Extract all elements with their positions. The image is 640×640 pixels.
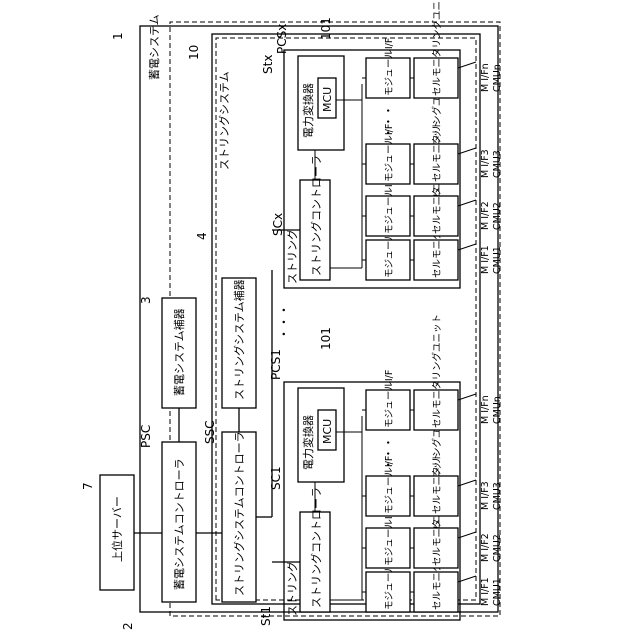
cmu-ref: CMU2 xyxy=(492,534,503,562)
string-blocks: ストリングストリングコントローラ電力変換器MCUモジュールI/Fセルモニタリング… xyxy=(272,0,503,620)
units-ellipsis: ・・・ xyxy=(382,105,395,138)
string-controller-label: ストリングコントローラ xyxy=(309,155,323,276)
power-converter-label: 電力変換器 xyxy=(301,83,315,138)
unit-leader xyxy=(458,480,476,486)
power-converter-label: 電力変換器 xyxy=(301,415,315,470)
ref-ssc: SSC xyxy=(203,420,217,444)
ref-psc: PSC xyxy=(139,425,153,448)
mif-ref: M I/F2 xyxy=(480,533,491,562)
ref-3: 3 xyxy=(139,296,153,304)
ref-pcs1: PCS1 xyxy=(269,349,283,380)
string-system-controller-label: ストリングシステムコントローラ xyxy=(232,431,246,596)
ref-101a: 101 xyxy=(319,327,333,350)
string-block-x: ストリングストリングコントローラ 電力変換器 MCU モジュールI/F セルモニタリング… xyxy=(272,0,503,288)
mif-ref: M I/F3 xyxy=(480,481,491,510)
cell-monitor-label: セルモニタリングユニット xyxy=(431,0,443,96)
upper-server-label: 上位サーバー xyxy=(110,496,124,562)
string-block-1: ストリングストリングコントローラ 電力変換器 MCU モジュールI/F セルモニタリング… xyxy=(272,314,503,620)
mif-ref: M I/F3 xyxy=(480,149,491,178)
ref-1: 1 xyxy=(111,32,125,40)
storage-aux-label: 蓄電システム補器 xyxy=(173,308,186,396)
ref-7: 7 xyxy=(81,482,95,490)
ref-scx: SCx xyxy=(271,213,285,236)
string-system-label: ストリングシステム xyxy=(217,71,231,170)
ref-101b: 101 xyxy=(319,17,333,40)
mcu-label: MCU xyxy=(321,419,334,444)
units-ellipsis: ・・・ xyxy=(382,437,395,470)
unit-leader xyxy=(458,244,476,250)
storage-controller-label: 蓄電システムコントローラ xyxy=(173,458,186,590)
cmu-ref: CMU3 xyxy=(492,482,503,510)
ref-sc1: SC1 xyxy=(269,466,283,490)
unit-leader xyxy=(458,200,476,206)
cmu-ref: CMUn xyxy=(492,64,503,92)
mif-ref: M I/F1 xyxy=(480,245,491,274)
ref-10: 10 xyxy=(187,45,201,60)
unit-leader xyxy=(458,576,476,582)
ref-2: 2 xyxy=(121,622,135,630)
module-if-label: モジュールI/F xyxy=(384,38,395,96)
cmu-ref: CMU3 xyxy=(492,150,503,178)
string-controller-label: ストリングコントローラ xyxy=(309,487,323,608)
string-system-aux-label: ストリングシステム補器 xyxy=(232,279,246,400)
module-if-label: モジュールI/F xyxy=(384,370,395,428)
cmu-ref: CMUn xyxy=(492,396,503,424)
mif-ref: M I/Fn xyxy=(480,63,491,92)
string-label: ストリング xyxy=(285,561,299,616)
unit-leader xyxy=(458,62,476,68)
unit-leader xyxy=(458,394,476,400)
cmu-ref: CMU2 xyxy=(492,202,503,230)
cell-monitor-label: セルモニタリングユニット xyxy=(431,314,443,428)
cmu-ref: CMU1 xyxy=(492,246,503,274)
string-label: ストリング xyxy=(285,229,299,284)
mif-ref: M I/Fn xyxy=(480,395,491,424)
strings-ellipsis: ・・・ xyxy=(277,304,291,340)
cmu-ref: CMU1 xyxy=(492,578,503,606)
ref-st1: St1 xyxy=(259,606,273,626)
unit-leader xyxy=(458,532,476,538)
storage-system-label: 蓄電システム xyxy=(148,14,161,80)
ref-stx: Stx xyxy=(261,55,275,74)
mif-ref: M I/F1 xyxy=(480,577,491,606)
ref-4: 4 xyxy=(195,232,209,240)
mcu-label: MCU xyxy=(321,87,334,112)
mif-ref: M I/F2 xyxy=(480,201,491,230)
ref-pcsx: PCSx xyxy=(275,24,289,54)
unit-leader xyxy=(458,148,476,154)
